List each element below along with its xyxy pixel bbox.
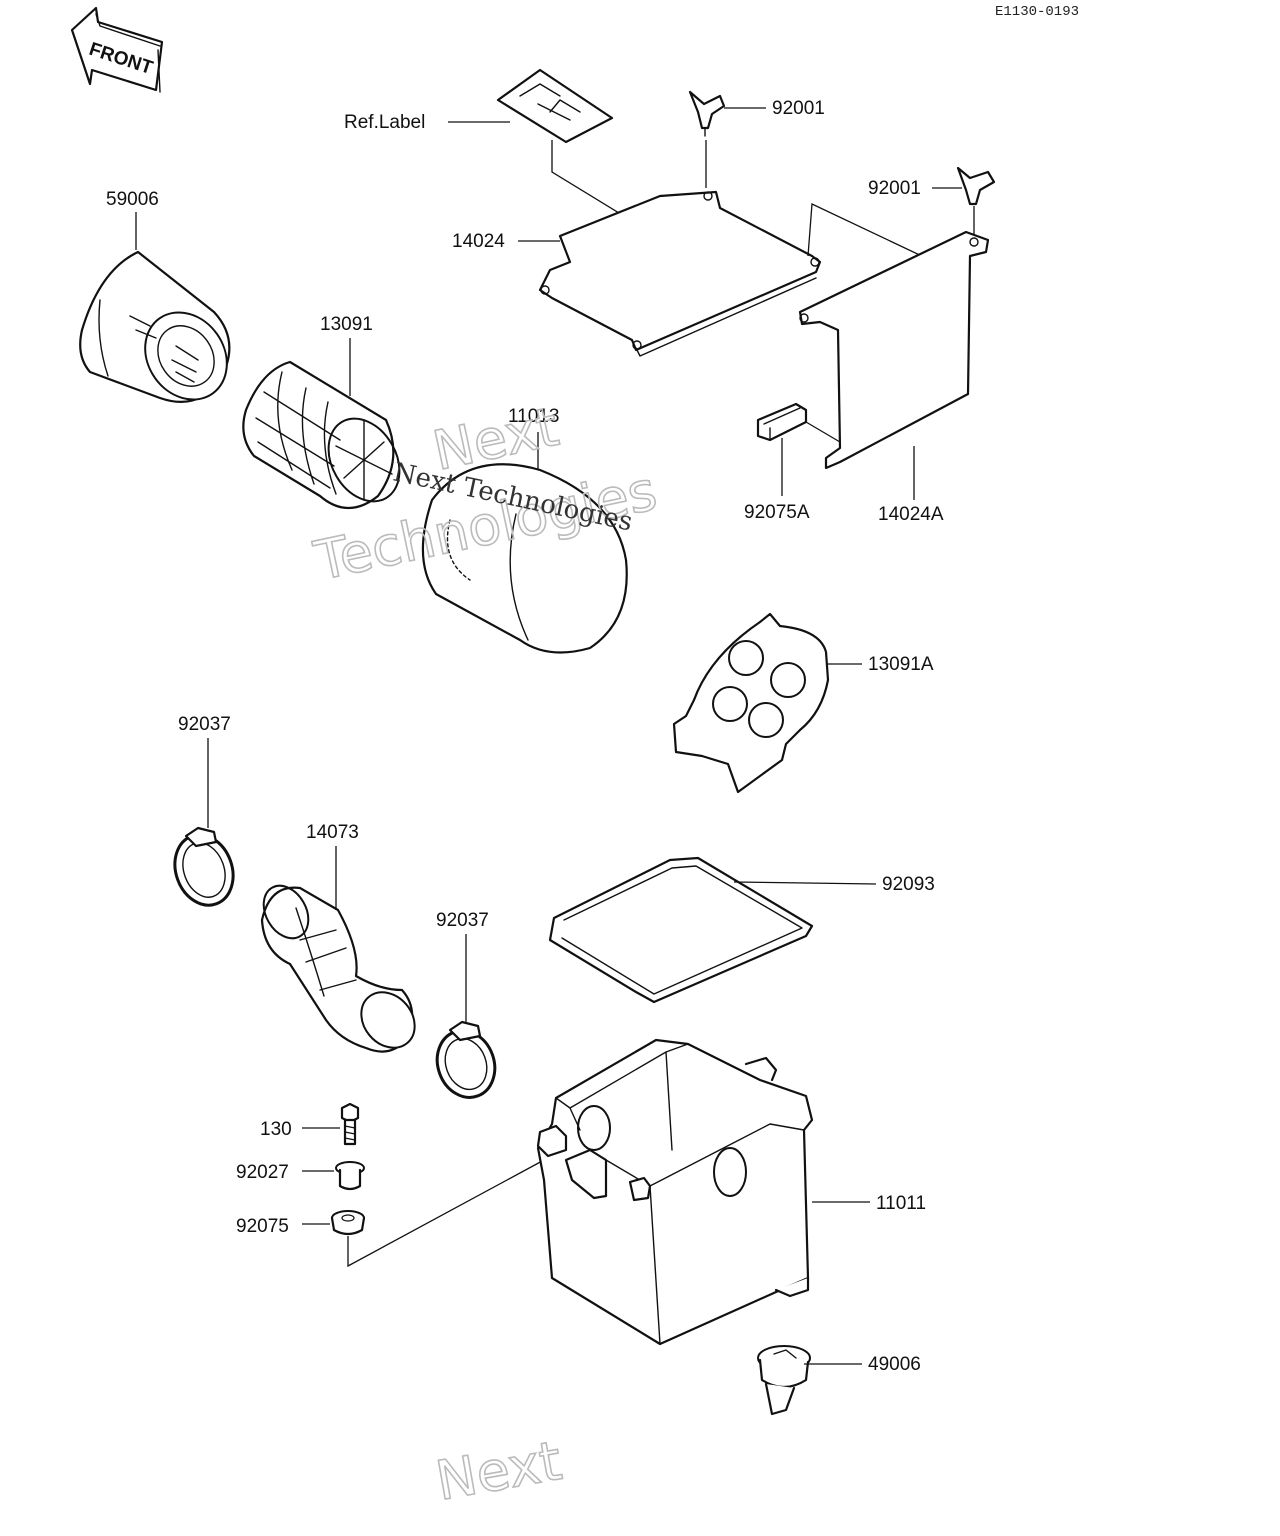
label-14024: 14024 xyxy=(452,231,505,252)
watermark-bottom: Next xyxy=(431,1429,566,1513)
grommet-icon xyxy=(756,402,808,442)
label-92075: 92075 xyxy=(236,1216,289,1237)
label-11013: 11013 xyxy=(508,406,559,427)
label-13091A: 13091A xyxy=(868,654,934,675)
label-49006: 49006 xyxy=(868,1354,921,1375)
label-14073: 14073 xyxy=(306,822,359,843)
label-92027: 92027 xyxy=(236,1162,289,1183)
gasket-icon xyxy=(548,856,814,1004)
cover-plate-icon xyxy=(538,190,822,357)
diagram-code: E1130-0193 xyxy=(995,4,1079,20)
label-92001-right: 92001 xyxy=(868,178,921,199)
drain-plug-icon xyxy=(757,1345,811,1416)
bolt-icon xyxy=(340,1102,360,1146)
baffle-plate-icon xyxy=(672,612,830,794)
intake-duct-icon xyxy=(260,884,416,1053)
air-filter-icon xyxy=(79,250,231,403)
grommet-icon xyxy=(330,1210,366,1236)
label-130: 130 xyxy=(260,1119,292,1140)
label-ref-label: Ref.Label xyxy=(344,112,425,133)
collar-icon xyxy=(335,1161,365,1191)
ref-label-sticker-icon xyxy=(496,68,614,144)
label-92037-right: 92037 xyxy=(436,910,489,931)
label-92037-left: 92037 xyxy=(178,714,231,735)
wing-bolt-icon xyxy=(956,166,996,206)
label-14024A: 14024A xyxy=(878,504,944,525)
filter-cage-icon xyxy=(242,360,401,509)
front-arrow-icon: FRONT xyxy=(70,6,164,93)
label-92093: 92093 xyxy=(882,874,935,895)
wing-bolt-icon xyxy=(688,90,726,137)
hose-clamp-icon xyxy=(173,826,235,907)
label-11011: 11011 xyxy=(876,1193,926,1214)
label-92001-top: 92001 xyxy=(772,98,825,119)
side-cover-icon xyxy=(798,230,990,470)
air-box-icon xyxy=(536,1038,814,1346)
label-92075A: 92075A xyxy=(744,502,810,523)
hose-clamp-icon xyxy=(435,1020,497,1099)
foam-filter-icon xyxy=(421,463,628,654)
label-59006: 59006 xyxy=(106,189,159,210)
label-13091: 13091 xyxy=(320,314,373,335)
